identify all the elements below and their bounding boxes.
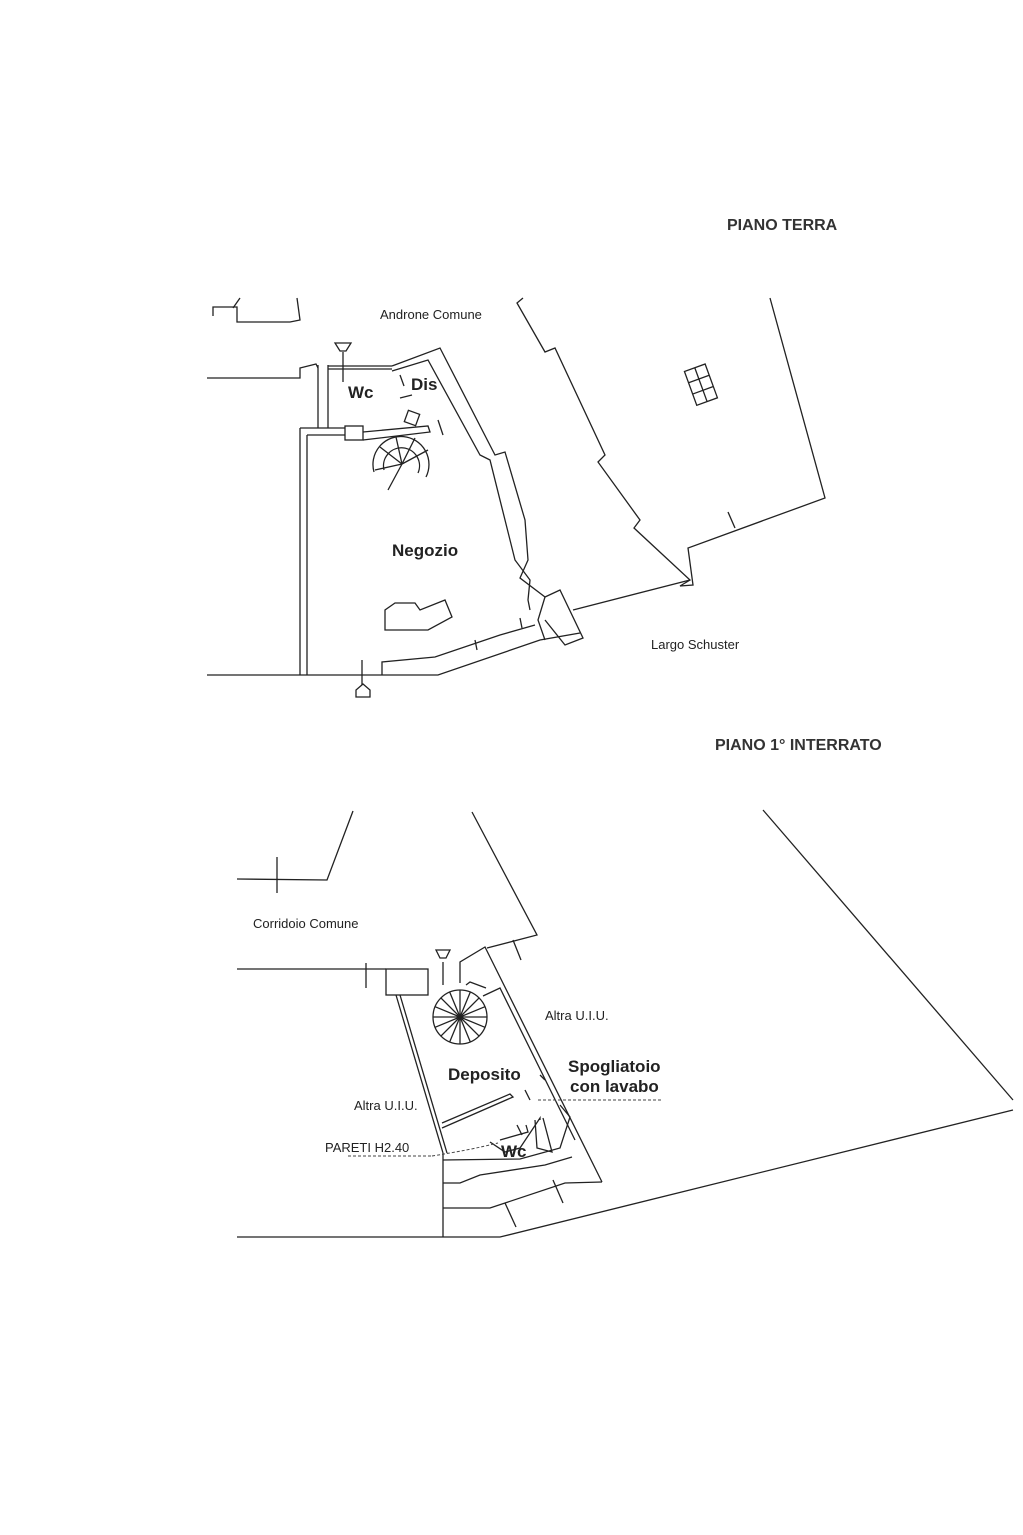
spiral-stair-icon xyxy=(432,989,488,1045)
label-shop: Negozio xyxy=(392,541,459,560)
label-dis: Dis xyxy=(411,375,438,394)
basement-title: PIANO 1° INTERRATO xyxy=(715,737,882,754)
large-unit-outline xyxy=(762,809,1014,1101)
stair-step xyxy=(459,1016,471,1043)
left-boundary xyxy=(207,363,319,379)
label-walls-height: PARETI H2.40 xyxy=(325,1140,410,1155)
ground-line xyxy=(207,632,581,676)
ground-line xyxy=(237,1109,1014,1238)
label-other-unit-left: Altra U.I.U. xyxy=(354,1098,418,1113)
stair-step xyxy=(440,1016,461,1037)
entrance-arrow-icon xyxy=(434,949,452,985)
basement-plan xyxy=(236,809,1014,1238)
neighbor-wall xyxy=(212,297,301,323)
ground-floor-plan xyxy=(207,297,826,698)
adjacent-building xyxy=(516,297,826,587)
entrance-arrow-icon xyxy=(333,342,371,698)
basement-boundary xyxy=(471,811,538,949)
label-changing-room-sink: con lavabo xyxy=(570,1077,659,1096)
label-wc-basement: Wc xyxy=(501,1142,527,1161)
label-other-unit-right: Altra U.I.U. xyxy=(545,1008,609,1023)
stair-step xyxy=(449,1016,461,1043)
stair-step xyxy=(459,1006,486,1018)
stair-step xyxy=(459,991,471,1018)
counter xyxy=(384,599,453,631)
stair-step xyxy=(434,1016,461,1028)
ground-floor-title: PIANO TERRA xyxy=(727,217,838,234)
skylight-icon xyxy=(683,363,719,407)
label-common-hall: Androne Comune xyxy=(380,307,482,322)
stair-step xyxy=(449,991,461,1018)
spiral-stair-icon xyxy=(372,435,430,491)
stair-step xyxy=(459,1016,480,1037)
label-square: Largo Schuster xyxy=(651,637,740,652)
stair-step xyxy=(459,997,480,1018)
label-wc: Wc xyxy=(348,383,374,402)
stair-step xyxy=(459,1016,486,1028)
label-changing-room: Spogliatoio xyxy=(568,1057,661,1076)
label-storage: Deposito xyxy=(448,1065,521,1084)
label-common-corridor: Corridoio Comune xyxy=(253,916,359,931)
stair-step xyxy=(440,997,461,1018)
stair-step xyxy=(434,1006,461,1018)
